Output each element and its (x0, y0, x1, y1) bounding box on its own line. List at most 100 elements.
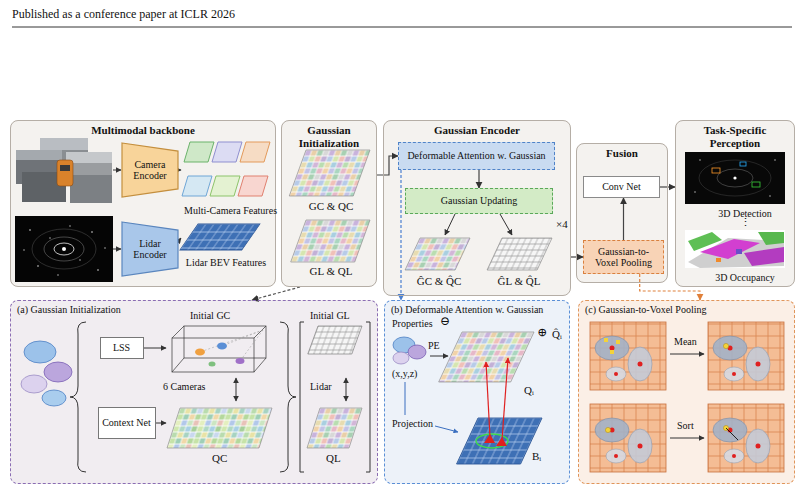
voxel-pooling-art (713, 418, 770, 463)
panel-grounds (675, 120, 795, 287)
voxel-pooling-art (708, 322, 784, 390)
caption-label: Projection (392, 418, 433, 430)
trapezoid-shape (122, 143, 178, 197)
lidar-scan (91, 231, 93, 233)
connector-arrow (400, 170, 401, 300)
panel-title: (c) Gaussian-to-Voxel Pooling (579, 301, 794, 315)
symbol-label: QL (326, 452, 341, 465)
frustum-gaussians (209, 362, 216, 367)
process-box: Context Net (98, 407, 156, 439)
encoder-output-grids (445, 214, 455, 235)
occupancy-image (744, 247, 784, 266)
arrows-a (144, 348, 166, 349)
detail-panel: (c) Gaussian-to-Voxel Pooling (578, 300, 795, 484)
backbone-arrows (113, 170, 181, 249)
voxel-pooling-art (616, 340, 620, 344)
voxel-pooling-art (590, 404, 666, 472)
running-header: Published as a conference paper at ICLR … (12, 8, 235, 22)
lidar-scan (49, 237, 50, 238)
operator-symbol: ⊕ (537, 326, 547, 340)
occupancy-image (758, 232, 784, 245)
camera-feature-maps (240, 142, 270, 162)
braces-a (300, 322, 304, 472)
detection-image (769, 195, 770, 196)
occupancy-image (736, 249, 742, 254)
detection-image (685, 152, 785, 204)
panel-title: Task-Specific Perception (676, 121, 794, 149)
panel-title: (b) Deformable Attention w. Gaussian (385, 301, 569, 315)
gaussian-blobs-a (21, 341, 72, 406)
panel: Multimodal backboneCamera EncoderLidar E… (10, 120, 276, 287)
frustum-gaussians (172, 326, 184, 338)
frustum-gaussians (172, 326, 266, 372)
deformable-attention-art (502, 358, 508, 440)
trapezoid-shape (122, 222, 178, 276)
camera-feature-maps (184, 142, 214, 162)
detection-image (752, 182, 760, 187)
voxel-pooling-art (670, 438, 704, 439)
symbol-label: Qᵢ (524, 384, 534, 397)
detection-image (733, 176, 736, 179)
panel-grounds (10, 300, 378, 484)
header-rule (12, 27, 792, 28)
frustum-gaussians (195, 349, 205, 356)
lidar-scan (15, 216, 113, 282)
ellipsis: ⋮ (740, 216, 751, 229)
caption-label: Initial GC (190, 310, 230, 322)
deformable-attention-art (457, 418, 542, 464)
symbol-label: ĜC & Q̂C (406, 275, 472, 288)
box-label: Conv Net (599, 181, 644, 193)
lidar-scan (79, 259, 80, 260)
encoder-output-grids (487, 238, 552, 270)
frustum-gaussians (222, 330, 263, 346)
camera-images (16, 150, 62, 160)
camera-feature-maps (238, 176, 268, 196)
query-grids-a (307, 408, 362, 448)
encoder-block: Lidar Encoder (122, 222, 178, 276)
deformable-attention-art (496, 437, 507, 446)
panel-title: (a) Gaussian Initialization (11, 301, 377, 315)
gaussian-blobs-a (44, 362, 72, 382)
task-label: 3D Detection (700, 208, 790, 220)
deformable-attention-art (457, 418, 542, 464)
frustum-gaussians (172, 358, 184, 372)
frustum-gaussians (254, 358, 266, 372)
voxel-pooling-art (590, 322, 666, 390)
connector-arrow (571, 256, 583, 257)
voxel-pooling-art (726, 428, 738, 440)
voxel-pooling-art (595, 336, 652, 381)
lidar-scan (44, 237, 84, 261)
symbol-label: Q̂ᵢ (552, 328, 562, 341)
symbol-label: QC (212, 452, 227, 465)
lidar-scan (62, 247, 66, 251)
gaussian-blobs-a (24, 341, 56, 363)
detail-panel: (b) Deformable Attention w. Gaussian (384, 300, 570, 484)
symbol-label: GL & QL (286, 265, 376, 278)
gaussian-init-grids (289, 150, 370, 262)
query-grids-a (167, 408, 272, 448)
detection-image (699, 160, 771, 196)
deformable-attention-art (393, 332, 542, 464)
backbone-arrows (172, 238, 181, 249)
camera-feature-maps (182, 142, 270, 196)
panel-grounds (578, 300, 795, 484)
caption-label: Initial GL (310, 310, 350, 322)
frustum-gaussians (217, 343, 227, 350)
caption-label: Lidar (310, 381, 332, 393)
caption-label: Lidar BEV Features (178, 257, 274, 269)
box-label: Deformable Attention w. Gaussian (404, 150, 548, 162)
box-label: Camera Encoder (122, 159, 178, 182)
trapezoid-outline (122, 222, 178, 276)
box-label: Gaussian-to-Voxel Pooling (584, 246, 663, 269)
deformable-attention-art (393, 352, 409, 364)
panel-title: Multimodal backbone (11, 121, 275, 137)
symbol-label: GC & QC (286, 200, 376, 213)
camera-feature-maps (212, 142, 242, 162)
panel-title: Gaussian Initialization (282, 121, 376, 149)
lidar-scan (69, 225, 70, 226)
gaussian-init-grids (291, 220, 370, 262)
